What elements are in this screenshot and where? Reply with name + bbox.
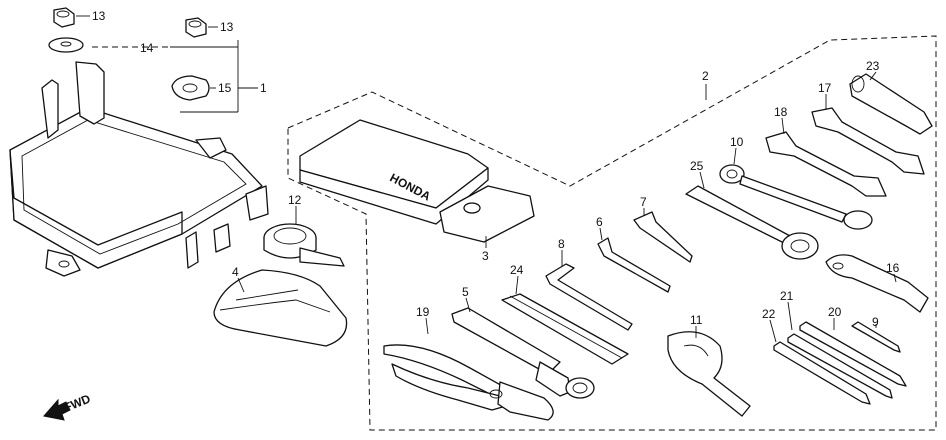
pliers-19 bbox=[383, 344, 554, 421]
callout-14: 14 bbox=[140, 41, 154, 55]
hex-key-6 bbox=[597, 237, 671, 293]
callout-13-right: 13 bbox=[220, 20, 234, 34]
forward-arrow-icon bbox=[43, 398, 71, 421]
forward-label: FWD bbox=[62, 391, 93, 414]
socket-wrench-5 bbox=[451, 307, 595, 399]
tool-bolt-12 bbox=[263, 214, 345, 267]
callout-10: 10 bbox=[730, 135, 744, 149]
tool-tray bbox=[9, 61, 269, 277]
open-wrench-18 bbox=[765, 131, 887, 197]
callout-7: 7 bbox=[640, 195, 647, 209]
callout-25: 25 bbox=[690, 159, 704, 173]
callout-17: 17 bbox=[818, 81, 832, 95]
callout-6: 6 bbox=[596, 215, 603, 229]
callout-16: 16 bbox=[886, 261, 900, 275]
hex-key-8 bbox=[545, 263, 633, 331]
pin-spanner-11 bbox=[667, 331, 751, 417]
callout-24: 24 bbox=[510, 263, 524, 277]
callout-13-left: 13 bbox=[92, 9, 106, 23]
callout-5: 5 bbox=[462, 285, 469, 299]
callout-21: 21 bbox=[780, 289, 794, 303]
screwdriver-20 bbox=[799, 321, 907, 387]
callout-18: 18 bbox=[774, 105, 788, 119]
callout-19: 19 bbox=[416, 305, 430, 319]
callout-23: 23 bbox=[866, 59, 880, 73]
nut-13-left bbox=[53, 7, 75, 28]
callout-3: 3 bbox=[482, 249, 489, 263]
grommet-15 bbox=[171, 75, 210, 101]
combination-wrench-10 bbox=[719, 164, 873, 230]
wrench-25 bbox=[685, 185, 819, 260]
tool-bag-group-outline bbox=[287, 35, 937, 431]
screwdriver-bit-9 bbox=[851, 321, 901, 353]
callout-22: 22 bbox=[762, 307, 776, 321]
callout-8: 8 bbox=[558, 237, 565, 251]
callout-1: 1 bbox=[260, 81, 267, 95]
tool-pouch-4 bbox=[213, 269, 348, 347]
callout-9: 9 bbox=[872, 315, 879, 329]
open-wrench-17 bbox=[811, 107, 925, 175]
tool-bag-3: HONDA bbox=[299, 119, 535, 243]
callout-15: 15 bbox=[218, 81, 232, 95]
nut-13-right bbox=[185, 17, 207, 38]
callout-12: 12 bbox=[288, 193, 302, 207]
extension-bar-24 bbox=[501, 293, 629, 365]
screwdriver-21 bbox=[787, 333, 893, 399]
callout-4: 4 bbox=[232, 265, 239, 279]
spanner-16 bbox=[825, 254, 929, 313]
screwdriver-handle-23 bbox=[849, 73, 933, 135]
callout-20: 20 bbox=[828, 305, 842, 319]
screwdriver-22 bbox=[773, 341, 871, 405]
callout-11: 11 bbox=[690, 313, 703, 327]
washer-14 bbox=[48, 37, 84, 53]
forward-direction-indicator: FWD bbox=[43, 391, 93, 421]
callout-2: 2 bbox=[702, 69, 709, 83]
hex-key-7 bbox=[633, 211, 693, 263]
